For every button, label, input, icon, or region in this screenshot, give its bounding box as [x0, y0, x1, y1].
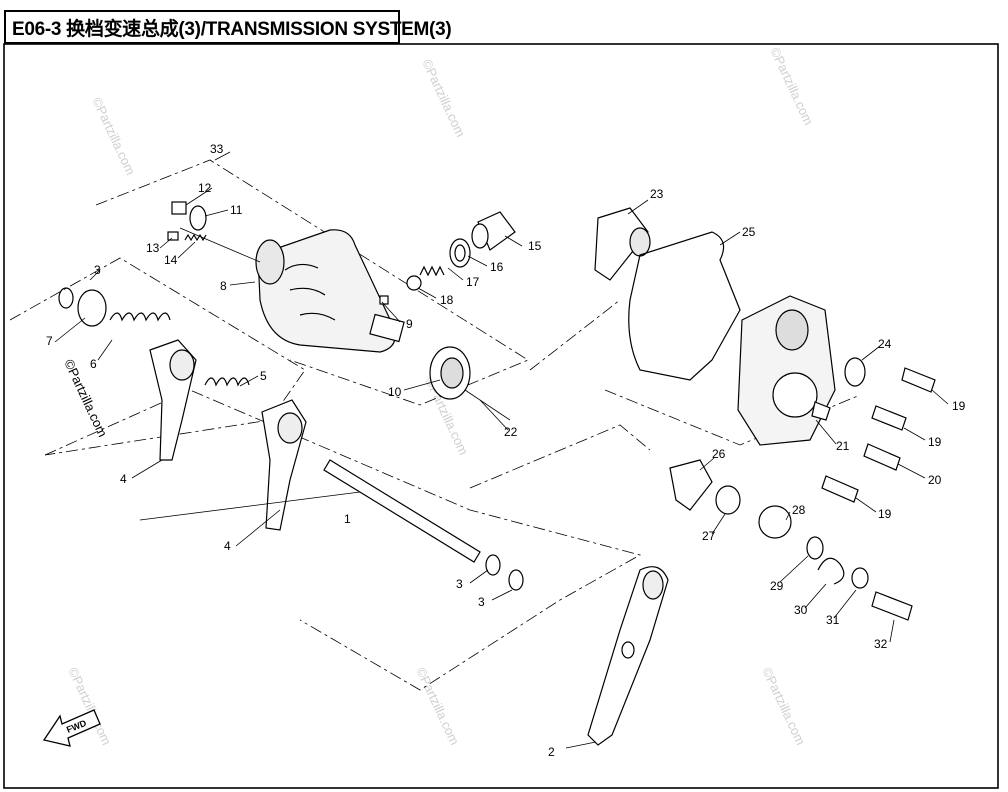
callout-14: 14 — [164, 253, 178, 267]
gasket-25 — [628, 231, 741, 381]
callout-32: 32 — [874, 637, 888, 651]
callout-28: 28 — [792, 503, 806, 517]
spring-17 — [419, 265, 445, 277]
washer-11 — [189, 205, 207, 231]
oil-seal-24 — [844, 357, 866, 387]
callout-27: 27 — [702, 529, 716, 543]
watermark-7: ©Partzilla.com — [413, 665, 462, 747]
callout-9: 9 — [406, 317, 413, 331]
callout-21: 21 — [836, 439, 850, 453]
drum-grooves — [284, 263, 336, 321]
callout-6: 6 — [90, 357, 97, 371]
fork-shaft-1 — [323, 459, 481, 563]
bolt-19-c — [821, 475, 859, 503]
callout-23: 23 — [650, 187, 664, 201]
fwd-arrow: FWD — [42, 709, 101, 747]
gear-28 — [758, 505, 792, 539]
callout-33: 33 — [210, 142, 224, 156]
circlip-3-a — [485, 554, 501, 576]
circlip-3-b — [508, 569, 524, 591]
group-arm-outline — [469, 424, 651, 489]
callout-12: 12 — [198, 181, 212, 195]
callout-4-b: 4 — [224, 539, 231, 553]
pin-13 — [167, 231, 179, 241]
spring-30 — [817, 557, 845, 585]
shift-drum-assembly — [167, 201, 516, 400]
callout-30: 30 — [794, 603, 808, 617]
callout-3-a: 3 — [94, 263, 101, 277]
watermark-8: ©Partzilla.com — [759, 665, 808, 747]
shift-shaft-23 — [594, 207, 649, 281]
callout-15: 15 — [528, 239, 542, 253]
callout-19-c: 19 — [878, 507, 892, 521]
group-33-outline — [95, 159, 529, 406]
callout-17: 17 — [466, 275, 480, 289]
pin-9 — [379, 295, 389, 305]
outer-border — [3, 43, 999, 789]
callout-leaders — [54, 151, 949, 749]
bolt-19-a — [901, 367, 936, 393]
watermark-side: ©Partzilla.com — [61, 357, 110, 439]
plate-26 — [669, 459, 713, 511]
callout-11: 11 — [230, 203, 243, 217]
watermark-1: ©Partzilla.com — [89, 95, 138, 177]
cover-assembly — [464, 207, 936, 621]
bolt-20 — [863, 443, 901, 471]
callout-3-c: 3 — [478, 595, 485, 609]
spring-14 — [184, 233, 207, 242]
leader-cover — [529, 299, 621, 371]
callout-24: 24 — [878, 337, 892, 351]
drum-shaft — [369, 313, 405, 343]
callout-19-b: 19 — [928, 435, 942, 449]
diagram-title: E06-3 换档变速总成(3)/TRANSMISSION SYSTEM(3) — [4, 10, 452, 44]
watermark-2: ©Partzilla.com — [419, 57, 468, 139]
callout-20: 20 — [928, 473, 942, 487]
callout-31: 31 — [826, 613, 840, 627]
circlip-3-left — [58, 287, 74, 309]
shift-fork-assembly — [58, 287, 524, 591]
bolt-12 — [171, 201, 187, 215]
collar-27 — [715, 485, 741, 515]
washer-29 — [806, 536, 824, 560]
callout-25: 25 — [742, 225, 756, 239]
callout-labels: 1 2 3 3 3 3 4 4 5 6 7 8 9 10 11 12 13 14… — [46, 142, 966, 759]
callout-2: 2 — [548, 745, 555, 759]
callout-5: 5 — [260, 369, 267, 383]
assembly-group-outlines — [9, 159, 861, 691]
drum-end — [255, 239, 285, 285]
spring-5 — [204, 377, 250, 387]
callout-26: 26 — [712, 447, 726, 461]
callout-16: 16 — [490, 260, 504, 274]
callout-8: 8 — [220, 279, 227, 293]
watermark-3: ©Partzilla.com — [767, 45, 816, 127]
callout-22: 22 — [504, 425, 518, 439]
callout-10: 10 — [388, 385, 402, 399]
bolt-32 — [871, 591, 913, 621]
callout-4-a: 4 — [120, 472, 127, 486]
callout-1: 1 — [344, 512, 351, 526]
ball-18 — [406, 275, 422, 291]
callout-3-b: 3 — [456, 577, 463, 591]
group-shaft-outline — [44, 389, 642, 691]
collar-7 — [77, 289, 107, 327]
shift-arm-assembly — [587, 566, 669, 746]
callout-18: 18 — [440, 293, 454, 307]
callout-19-a: 19 — [952, 399, 966, 413]
callout-7: 7 — [46, 334, 53, 348]
shift-drum — [257, 229, 397, 353]
washer-31 — [851, 567, 869, 589]
callout-29: 29 — [770, 579, 784, 593]
spring-6 — [109, 312, 171, 322]
callout-13: 13 — [146, 241, 160, 255]
bolt-19-b — [871, 405, 907, 431]
